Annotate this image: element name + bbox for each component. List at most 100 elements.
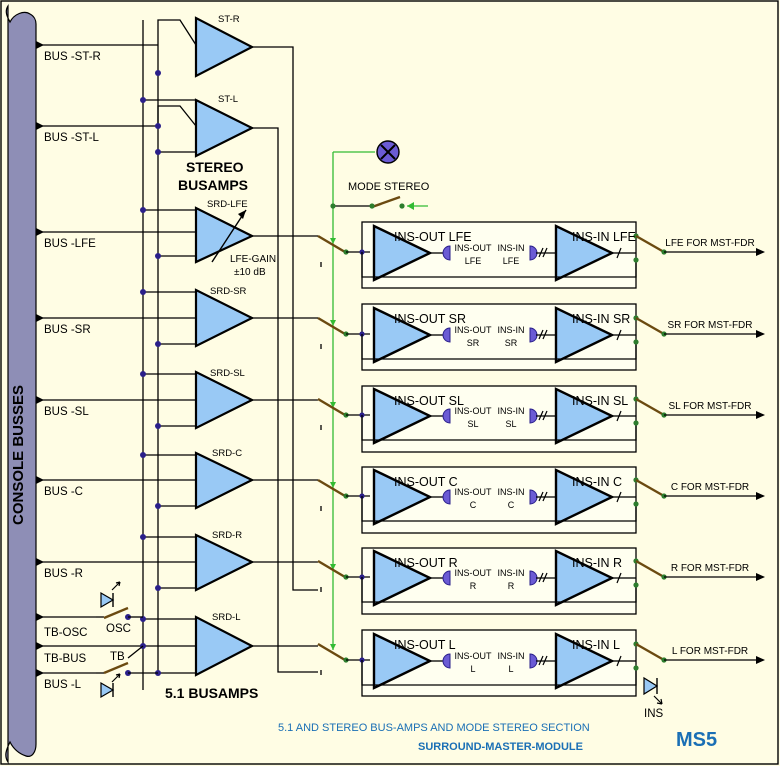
busamp-label: ST-L [218,94,238,105]
ins-out-title: INS-OUT SR [394,312,466,326]
rail-junctions [125,70,161,676]
stereo-group-title: STEREO [186,159,244,175]
tb-led-icon [100,673,121,699]
ins-out-jack-icon[interactable] [442,408,451,424]
output-label: R FOR MST-FDR [671,563,749,574]
ins-out-jack-icon[interactable] [442,653,451,669]
busamp-srd-l [194,615,255,677]
ins-in-amp [554,468,615,526]
ins-out-amp [372,224,433,282]
ins-in-amp [554,387,615,445]
channel-row [317,303,765,371]
ins-in-amp [554,549,615,607]
ins-out-jack-icon[interactable] [442,489,451,505]
ins-out-amp [372,387,433,445]
ins-switch[interactable] [635,478,665,498]
output-label: SR FOR MST-FDR [668,320,753,331]
channel-row [317,221,765,289]
osc-label: OSC [106,623,131,635]
ins-in-jack-icon[interactable] [529,653,538,669]
ins-out-jack-label: INS-OUT [455,487,493,497]
bus-label-st-r: BUS -ST-R [44,51,101,63]
amp-output-wires [252,46,318,673]
bus-label-tb-bus: TB-BUS [44,653,87,665]
ins-out-jack-icon[interactable] [442,327,451,343]
ins-out-jack-label: INS-OUT [455,651,493,661]
bus-arrows [36,41,44,677]
console-busses-label: CONSOLE BUSSES [10,385,27,525]
busamp-srd-sl [194,370,255,430]
ins-switch[interactable] [635,316,665,336]
ins-out-title: INS-OUT R [394,556,458,570]
mode-switch[interactable] [317,642,346,662]
bypass-contact [633,665,639,671]
tb-label: TB [110,651,125,663]
output-label: SL FOR MST-FDR [669,401,752,412]
mode-switch[interactable] [317,234,346,254]
bypass-contact [633,582,639,588]
lfe-gain-label: LFE-GAIN [230,254,276,265]
ins-out-amp [372,632,433,690]
ins-out-jack-icon[interactable] [442,570,451,586]
ins-in-title: INS-IN LFE [572,230,636,244]
bus-label-c: BUS -C [44,486,83,498]
rail-taps [143,99,196,674]
ins-in-jack-icon[interactable] [529,570,538,586]
output-label: C FOR MST-FDR [671,482,749,493]
ins-switch[interactable] [635,397,665,417]
ins-out-amp [372,468,433,526]
ins-in-jack-icon[interactable] [529,245,538,261]
busamp-srd-r [194,533,255,592]
ins-in-jack-icon[interactable] [529,327,538,343]
talkback-section [96,606,158,675]
output-arrow [756,248,765,256]
ins-out-jack-label: SL [467,419,478,429]
busamp-st-l [194,98,255,158]
mode-switch[interactable] [317,559,346,579]
ins-in-jack-label: C [508,500,515,510]
mode-stereo-label: MODE STEREO [348,181,430,193]
mode-stereo-switch[interactable] [333,195,428,210]
ins-in-jack-label: INS-IN [498,651,525,661]
ins-in-jack-icon[interactable] [529,489,538,505]
ins-in-jack-label: INS-IN [498,406,525,416]
mode-switch[interactable] [317,316,346,336]
bus-label-st-l: BUS -ST-L [44,132,100,144]
ins-out-jack-label: L [470,664,475,674]
ins-out-title: INS-OUT LFE [394,230,472,244]
mode-switch[interactable] [317,478,346,498]
bus-label-lfe: BUS -LFE [44,238,96,250]
ins-in-jack-icon[interactable] [529,408,538,424]
bypass-contact [633,339,639,345]
break-mark [616,655,622,667]
mode-line-junction [330,203,336,209]
channel-row [317,466,765,534]
console-busses-bar [5,4,37,764]
ins-switch[interactable] [635,642,665,662]
ins-switch[interactable] [635,559,665,579]
ins-in-jack-label: SL [505,419,516,429]
busamp-label: SRD-LFE [207,199,248,210]
ins-out-jack-icon[interactable] [442,245,451,261]
lfe-gain-arrow [211,209,247,263]
module-id: MS5 [676,729,717,751]
ins-out-jack-label: LFE [465,256,482,266]
bypass-wire [361,496,637,522]
output-label: L FOR MST-FDR [672,646,748,657]
ins-in-title: INS-IN R [572,556,622,570]
ins-in-jack-label: R [508,581,515,591]
mode-switch[interactable] [317,397,346,417]
stereo-group-subtitle: BUSAMPS [178,177,248,193]
ins-out-jack-label: INS-OUT [455,406,493,416]
bus-label-l: BUS -L [44,679,82,691]
channel-row [317,385,765,453]
busamp-label: SRD-SR [210,286,247,297]
bus-label-tb-osc: TB-OSC [44,627,87,639]
mode-stereo-lamp-icon [333,140,400,164]
ins-out-title: INS-OUT SL [394,394,464,408]
osc-led-icon [100,581,121,609]
ins-switch[interactable] [635,234,665,254]
break-mark [616,247,622,259]
